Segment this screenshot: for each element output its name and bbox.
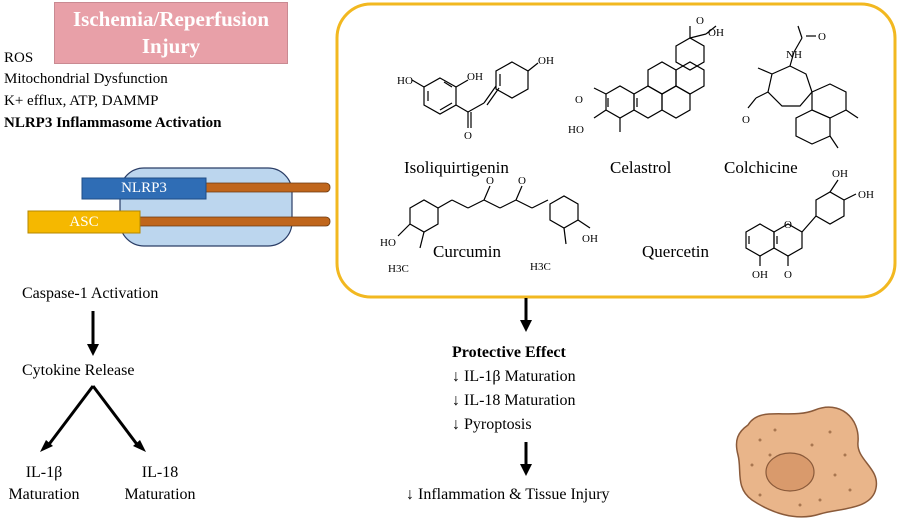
cell-nucleus — [765, 452, 815, 492]
il18-line-1: IL-18 — [141, 464, 179, 481]
trigger-ros: ROS — [4, 50, 34, 66]
label-isoliquirtigenin: Isoliquirtigenin — [404, 158, 509, 177]
il1b-line-1: IL-1β — [25, 464, 63, 481]
protective-item-il18: ↓ IL-18 Maturation — [452, 392, 576, 409]
asc-box — [27, 210, 141, 234]
il18-maturation: IL-18 Maturation — [114, 462, 206, 506]
label-curcumin: Curcumin — [433, 242, 501, 261]
arrowhead-il18 — [133, 440, 146, 452]
colchicine-o2: O — [742, 114, 750, 126]
outcome-text: ↓ Inflammation & Tissue Injury — [406, 486, 610, 503]
nlrp3-box — [81, 177, 207, 200]
quercetin-oh-1: OH — [752, 269, 768, 281]
quercetin-structure — [745, 179, 857, 266]
celastrol-oh: OH — [708, 27, 724, 39]
arrowhead-1 — [87, 344, 99, 356]
isoliquirtigenin-structure — [411, 61, 539, 128]
il1b-maturation: IL-1β Maturation — [0, 462, 88, 506]
celastrol-ho: HO — [568, 124, 584, 136]
label-celastrol: Celastrol — [610, 158, 672, 177]
trigger-kefflux: K+ efflux, ATP, DAMMP — [4, 93, 159, 109]
colchicine-o: O — [818, 31, 826, 43]
iso-o: O — [464, 130, 472, 142]
drug-box — [335, 2, 897, 299]
curcumin-o2: O — [518, 175, 526, 187]
iso-ho-1: HO — [397, 75, 413, 87]
asc-rod — [135, 216, 331, 227]
cytokine-release: Cytokine Release — [22, 362, 135, 379]
quercetin-o-ring: O — [784, 219, 792, 231]
curcumin-h3c-2: H3C — [530, 261, 551, 273]
curcumin-o1: O — [486, 175, 494, 187]
nlrp3-label: NLRP3 — [121, 180, 167, 196]
title-line-1: Ischemia/Reperfusion — [73, 7, 269, 31]
label-quercetin: Quercetin — [642, 242, 710, 261]
curcumin-structure — [397, 185, 591, 249]
nlrp3-rod — [195, 182, 331, 193]
quercetin-o: O — [784, 269, 792, 281]
arrowhead-il1b — [40, 440, 53, 452]
trigger-nlrp3-activation: NLRP3 Inflammasome Activation — [4, 115, 222, 131]
curcumin-oh: OH — [582, 233, 598, 245]
quercetin-oh-2: OH — [832, 168, 848, 180]
arrowhead-outcome — [520, 464, 532, 476]
arrowhead-protective — [520, 320, 532, 332]
iso-oh-2: OH — [538, 55, 554, 67]
quercetin-oh-3: OH — [858, 189, 874, 201]
label-colchicine: Colchicine — [724, 158, 798, 177]
cell-granules — [750, 428, 852, 507]
protective-item-pyroptosis: ↓ Pyroptosis — [452, 416, 532, 433]
colchicine-nh: NH — [786, 49, 802, 61]
curcumin-ho: HO — [380, 237, 396, 249]
celastrol-o2: O — [696, 15, 704, 27]
colchicine-structure — [747, 25, 859, 149]
caspase-activation: Caspase-1 Activation — [22, 285, 159, 302]
title-line-2: Injury — [141, 34, 201, 58]
protective-item-il1b: ↓ IL-1β Maturation — [452, 368, 576, 385]
il1b-line-2: Maturation — [8, 486, 80, 503]
iso-oh-1: OH — [467, 71, 483, 83]
il18-line-2: Maturation — [124, 486, 196, 503]
celastrol-o: O — [575, 94, 583, 106]
arrow-to-il18 — [91, 385, 141, 448]
arrow-to-il1b — [45, 385, 95, 448]
curcumin-h3c-1: H3C — [388, 263, 409, 275]
trigger-mito: Mitochondrial Dysfunction — [4, 71, 168, 87]
protective-title: Protective Effect — [452, 344, 566, 361]
celastrol-structure — [593, 25, 717, 132]
asc-label: ASC — [69, 214, 99, 230]
title-box: Ischemia/Reperfusion Injury — [54, 2, 288, 64]
